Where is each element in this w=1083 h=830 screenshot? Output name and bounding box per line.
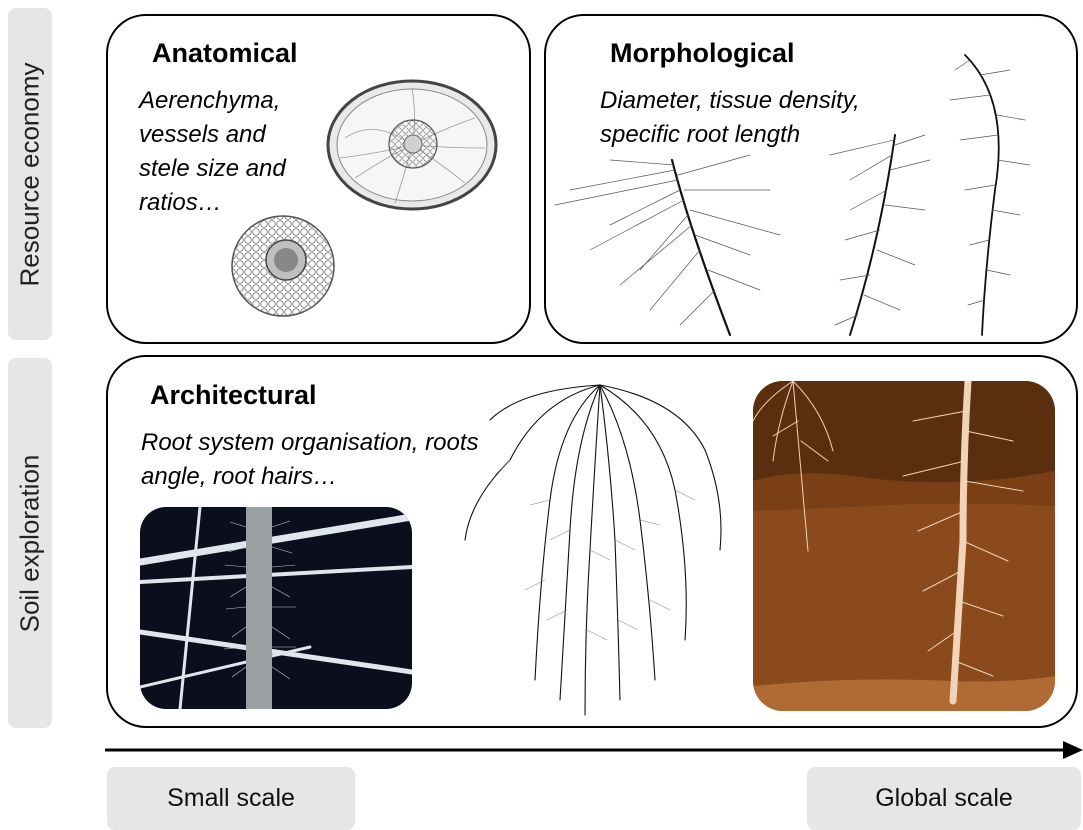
anatomical-description: Aerenchyma, vessels and stele size and r… <box>139 84 286 220</box>
soil-exploration-text: Soil exploration <box>15 454 46 632</box>
root-cross-section-large-image <box>325 78 500 213</box>
anatomical-desc-line: stele size and <box>139 152 286 186</box>
soil-exploration-label: Soil exploration <box>8 358 52 728</box>
root-cross-section-small-image <box>228 212 338 320</box>
scale-arrow <box>105 735 1083 765</box>
anatomical-desc-line: Aerenchyma, <box>139 84 286 118</box>
architectural-desc-line: Root system organisation, roots <box>141 426 479 460</box>
resource-economy-label: Resource economy <box>8 8 52 340</box>
small-scale-label: Small scale <box>107 767 355 830</box>
anatomical-title: Anatomical <box>152 38 298 69</box>
single-root-drawings-image <box>550 40 1070 340</box>
soil-profile-image <box>753 381 1055 711</box>
root-hairs-micrograph-image <box>140 507 412 709</box>
architectural-description: Root system organisation, roots angle, r… <box>141 426 479 494</box>
anatomical-desc-line: vessels and <box>139 118 286 152</box>
architectural-desc-line: angle, root hairs… <box>141 460 479 494</box>
resource-economy-text: Resource economy <box>15 62 46 286</box>
global-scale-label: Global scale <box>807 767 1081 830</box>
root-system-drawing-image <box>450 380 740 720</box>
architectural-title: Architectural <box>150 380 317 411</box>
